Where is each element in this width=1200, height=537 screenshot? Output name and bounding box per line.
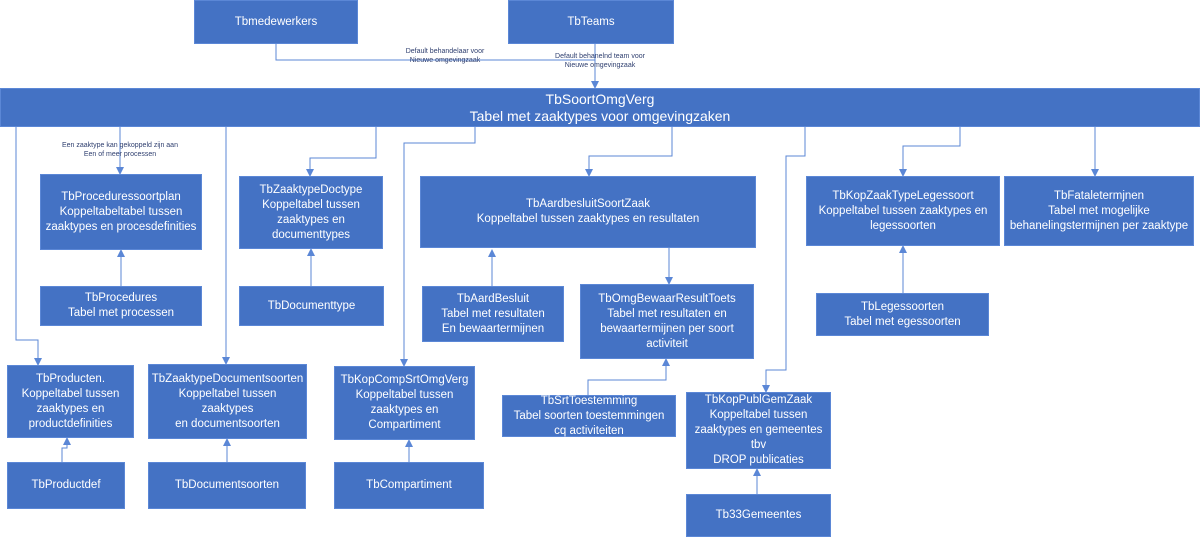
node-tbcompartiment[interactable]: TbCompartiment xyxy=(334,462,484,509)
node-tbproducten[interactable]: TbProducten. Koppeltabel tussen zaaktype… xyxy=(7,365,134,438)
link-soortomgverg-producten xyxy=(15,127,42,366)
link-srttoestemming-omgbewaarresulttoets xyxy=(587,358,670,395)
node-tbomgbewaarresulttoets[interactable]: TbOmgBewaarResultToets Tabel met resulta… xyxy=(580,284,754,359)
link-soortomgverg-zaaktypedoctype xyxy=(306,127,377,177)
node-tbdocumentsoorten[interactable]: TbDocumentsoorten xyxy=(148,462,306,509)
link-soortomgverg-aardbesluitsoortzaak xyxy=(585,127,673,177)
link-soortomgverg-kopcompsrtomgverg xyxy=(400,127,476,367)
link-soortomgverg-kopzaaktypelegessoort xyxy=(899,127,961,177)
node-tblegessoorten[interactable]: TbLegessoorten Tabel met egessoorten xyxy=(816,293,989,336)
link-productdef-producten xyxy=(61,437,71,462)
node-tbteams[interactable]: TbTeams xyxy=(508,0,674,44)
node-tbkoppublgemzaak[interactable]: TbKopPublGemZaak Koppeltabel tussen zaak… xyxy=(686,392,831,469)
node-tbaardbesluit[interactable]: TbAardBesluit Tabel met resultaten En be… xyxy=(422,286,564,342)
node-tbproductdef[interactable]: TbProductdef xyxy=(7,462,125,509)
note-teams: Default behanelnd team voor Nieuwe omgev… xyxy=(555,53,645,69)
node-tbzaaktypedocumentsoorten[interactable]: TbZaaktypeDocumentsoorten Koppeltabel tu… xyxy=(148,364,307,439)
node-tbsoortomgverg[interactable]: TbSoortOmgVerg Tabel met zaaktypes voor … xyxy=(0,88,1200,127)
node-tbaardbesluitsoortzaak[interactable]: TbAardbesluitSoortZaak Koppeltabel tusse… xyxy=(420,176,756,248)
note-procedures: Een zaaktype kan gekoppeld zijn aan Een … xyxy=(62,142,178,158)
note-medewerkers: Default behandelaar voor Nieuwe omgeving… xyxy=(405,48,485,64)
node-tbfataletermjnen[interactable]: TbFataletermjnen Tabel met mogelijke beh… xyxy=(1004,176,1194,246)
link-soortomgverg-koppublgemzaak xyxy=(762,127,806,393)
node-tbproceduressoortplan[interactable]: TbProceduressoortplan Koppeltabeltabel t… xyxy=(40,174,202,250)
node-tbkopcompsrtomgverg[interactable]: TbKopCompSrtOmgVerg Koppeltabel tussen z… xyxy=(334,366,475,440)
node-tbsrttoestemming[interactable]: TbSrtToestemming Tabel soorten toestemmi… xyxy=(502,395,676,437)
node-tbdocumenttype[interactable]: TbDocumenttype xyxy=(239,286,384,326)
node-tb33gemeentes[interactable]: Tb33Gemeentes xyxy=(686,494,831,537)
node-tbkopzaaktypelegessoort[interactable]: TbKopZaakTypeLegessoort Koppeltabel tuss… xyxy=(806,176,1000,246)
node-tbprocedures[interactable]: TbProcedures Tabel met processen xyxy=(40,286,202,326)
node-tbzaaktypedoctype[interactable]: TbZaaktypeDoctype Koppeltabel tussen zaa… xyxy=(239,176,383,249)
link-medewerkers-soortomgverg xyxy=(275,44,595,61)
node-tbmedewerkers[interactable]: Tbmedewerkers xyxy=(194,0,358,44)
